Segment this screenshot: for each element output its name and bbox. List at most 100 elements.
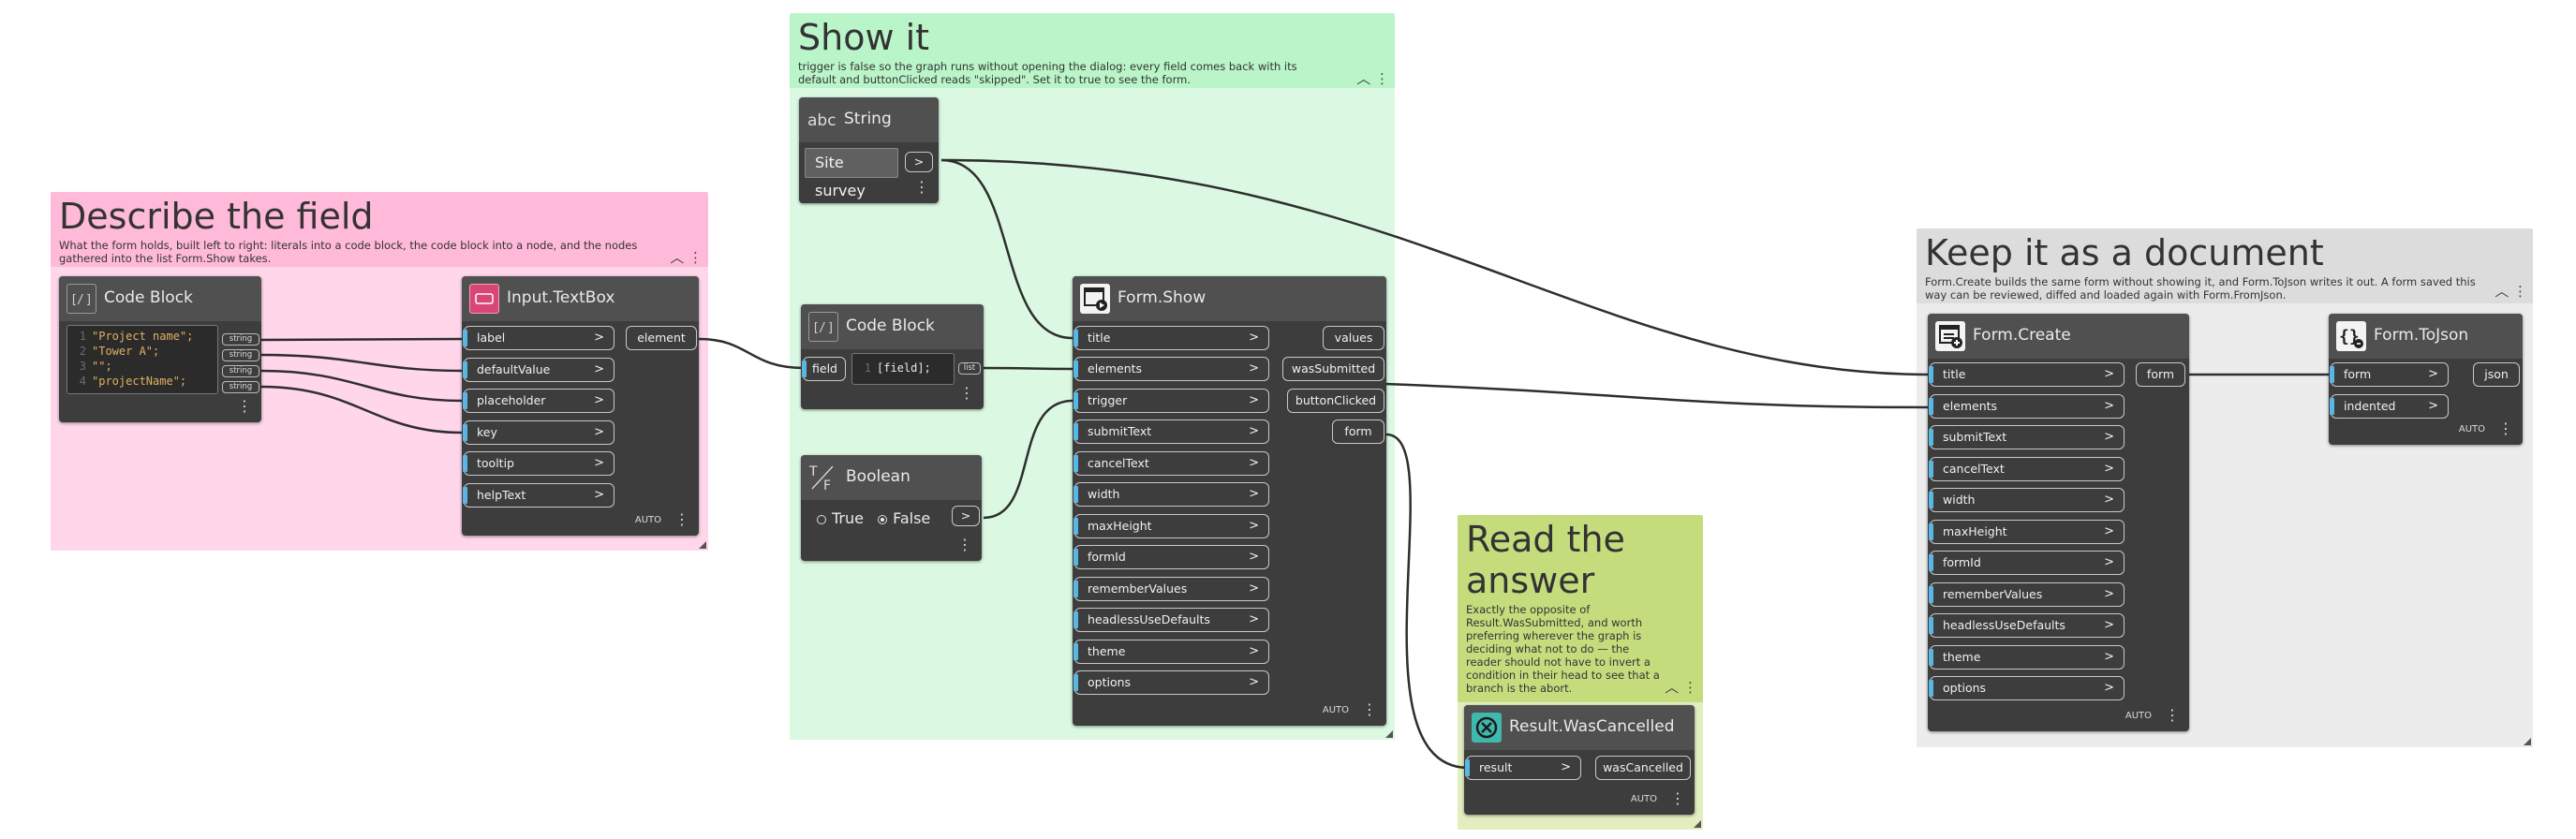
- output-port-form[interactable]: form: [2136, 362, 2185, 387]
- wire-key: [260, 385, 463, 434]
- output-port-boolean[interactable]: >: [952, 506, 980, 526]
- node-header[interactable]: Form.Show: [1073, 276, 1386, 321]
- line-number: 1: [864, 361, 871, 375]
- input-port-key[interactable]: key>: [463, 420, 614, 445]
- node-form-tojson[interactable]: {} Form.ToJson form> indented> json AUTO…: [2329, 314, 2523, 445]
- node-footer: AUTO⋮: [1631, 789, 1685, 807]
- string-value-input[interactable]: Site survey: [805, 148, 898, 199]
- code-editor[interactable]: 1"Project name"; 2"Tower A"; 3""; 4"proj…: [67, 325, 218, 394]
- svg-text:]: ]: [85, 293, 93, 307]
- output-port-string-3[interactable]: string: [222, 365, 259, 377]
- input-port-rememberValues[interactable]: rememberValues>: [1073, 577, 1269, 601]
- node-header[interactable]: Input.TextBox: [462, 276, 699, 321]
- resize-handle-icon[interactable]: [699, 541, 706, 549]
- input-port-indented[interactable]: indented>: [2330, 394, 2449, 419]
- input-port-headlessUseDefaults[interactable]: headlessUseDefaults>: [1073, 608, 1269, 632]
- input-port-field[interactable]: field: [802, 357, 846, 381]
- input-port-maxHeight[interactable]: maxHeight>: [1929, 520, 2124, 544]
- node-string[interactable]: abc String Site survey > ⋮: [799, 97, 939, 203]
- input-port-form[interactable]: form>: [2330, 362, 2449, 387]
- input-port-defaultValue[interactable]: defaultValue>: [463, 358, 614, 382]
- resize-handle-icon[interactable]: [2524, 738, 2531, 745]
- node-input-textbox[interactable]: Input.TextBox label> defaultValue> place…: [462, 276, 699, 536]
- input-port-rememberValues[interactable]: rememberValues>: [1929, 582, 2124, 607]
- output-port-json[interactable]: json: [2473, 362, 2520, 387]
- output-port-string-4[interactable]: string: [222, 381, 259, 393]
- more-icon[interactable]: ⋮: [674, 510, 689, 528]
- node-form-show[interactable]: Form.Show title> elements> trigger> subm…: [1073, 276, 1386, 726]
- output-port-element[interactable]: element: [626, 326, 697, 350]
- more-icon[interactable]: ⋮: [237, 397, 252, 415]
- output-port-form[interactable]: form: [1332, 420, 1384, 444]
- node-form-create[interactable]: Form.Create title> elements> submitText>…: [1928, 314, 2189, 731]
- node-menu[interactable]: ⋮: [901, 178, 929, 196]
- output-port-list[interactable]: list: [958, 362, 981, 375]
- collapse-icon[interactable]: ︿ ⋮: [1665, 679, 1697, 696]
- more-icon[interactable]: ⋮: [2165, 706, 2180, 724]
- input-port-helpText[interactable]: helpText>: [463, 483, 614, 508]
- resize-handle-icon[interactable]: [1694, 820, 1701, 828]
- node-code-block-list[interactable]: [/] Code Block field 1[field]; list ⋮: [801, 304, 984, 409]
- code-editor[interactable]: 1[field];: [851, 353, 955, 385]
- input-port-trigger[interactable]: trigger>: [1073, 389, 1269, 413]
- node-footer: AUTO⋮: [2459, 420, 2513, 437]
- node-menu[interactable]: ⋮: [224, 397, 252, 415]
- resize-handle-icon[interactable]: [1385, 730, 1393, 738]
- node-header[interactable]: abc String: [799, 97, 939, 142]
- input-port-headlessUseDefaults[interactable]: headlessUseDefaults>: [1929, 613, 2124, 638]
- input-port-placeholder[interactable]: placeholder>: [463, 389, 614, 413]
- node-menu[interactable]: ⋮: [944, 536, 972, 553]
- radio-false[interactable]: False: [878, 509, 930, 527]
- collapse-icon[interactable]: ︿ ⋮: [2495, 283, 2527, 300]
- input-port-title[interactable]: title>: [1073, 326, 1269, 350]
- output-port-values[interactable]: values: [1323, 326, 1384, 350]
- output-port-string-2[interactable]: string: [222, 349, 259, 361]
- more-icon[interactable]: ⋮: [959, 384, 974, 402]
- output-port-buttonClicked[interactable]: buttonClicked: [1287, 389, 1384, 413]
- output-port-wasCancelled[interactable]: wasCancelled: [1595, 756, 1691, 780]
- input-port-width[interactable]: width>: [1073, 482, 1269, 507]
- node-menu[interactable]: ⋮: [946, 384, 974, 402]
- input-port-cancelText[interactable]: cancelText>: [1073, 451, 1269, 476]
- more-icon[interactable]: ⋮: [1362, 700, 1377, 718]
- node-header[interactable]: Form.Create: [1928, 314, 2189, 359]
- more-icon[interactable]: ⋮: [2498, 420, 2513, 437]
- more-icon[interactable]: ⋮: [914, 178, 929, 196]
- node-title: Result.WasCancelled: [1509, 717, 1675, 736]
- node-code-block-literals[interactable]: [/] Code Block 1"Project name"; 2"Tower …: [59, 276, 261, 422]
- output-port-string-1[interactable]: string: [222, 333, 259, 346]
- input-port-title[interactable]: title>: [1929, 362, 2124, 387]
- collapse-icon[interactable]: ︿ ⋮: [1356, 70, 1389, 87]
- node-header[interactable]: {} Form.ToJson: [2329, 314, 2523, 359]
- radio-true[interactable]: True: [817, 509, 864, 527]
- form-create-icon: [1935, 321, 1965, 351]
- output-port-wasSubmitted[interactable]: wasSubmitted: [1282, 357, 1384, 381]
- input-port-submitText[interactable]: submitText>: [1073, 420, 1269, 444]
- input-port-elements[interactable]: elements>: [1073, 357, 1269, 381]
- input-port-maxHeight[interactable]: maxHeight>: [1073, 514, 1269, 538]
- node-header[interactable]: [/] Code Block: [801, 304, 984, 349]
- node-header[interactable]: Result.WasCancelled: [1464, 705, 1695, 750]
- input-port-options[interactable]: options>: [1073, 670, 1269, 695]
- input-port-elements[interactable]: elements>: [1929, 394, 2124, 419]
- input-port-tooltip[interactable]: tooltip>: [463, 451, 614, 476]
- input-port-result[interactable]: result>: [1465, 756, 1581, 780]
- input-port-cancelText[interactable]: cancelText>: [1929, 457, 2124, 481]
- output-port-string[interactable]: >: [905, 152, 933, 172]
- input-port-options[interactable]: options>: [1929, 676, 2124, 700]
- input-port-submitText[interactable]: submitText>: [1929, 425, 2124, 449]
- input-port-theme[interactable]: theme>: [1073, 640, 1269, 664]
- input-port-label[interactable]: label>: [463, 326, 614, 350]
- node-header[interactable]: [/] Code Block: [59, 276, 261, 321]
- more-icon[interactable]: ⋮: [1670, 789, 1685, 807]
- input-port-theme[interactable]: theme>: [1929, 645, 2124, 670]
- more-icon[interactable]: ⋮: [957, 536, 972, 553]
- input-port-formId[interactable]: formId>: [1929, 551, 2124, 575]
- input-port-formId[interactable]: formId>: [1073, 545, 1269, 569]
- node-result-wascancelled[interactable]: Result.WasCancelled result> wasCancelled…: [1464, 705, 1695, 815]
- collapse-icon[interactable]: ︿ ⋮: [670, 249, 703, 266]
- input-port-width[interactable]: width>: [1929, 488, 2124, 512]
